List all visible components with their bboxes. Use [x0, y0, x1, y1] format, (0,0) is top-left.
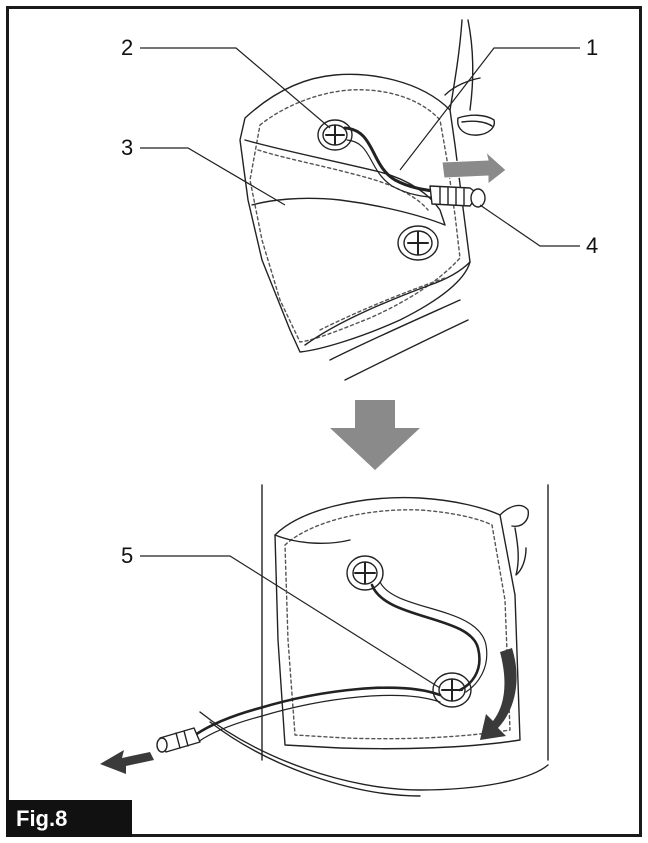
connector-bottom: [157, 728, 200, 752]
figure-label: Fig.8: [6, 800, 132, 837]
cable-bottom: [372, 585, 479, 690]
bottom-view: [157, 485, 548, 796]
screw-top-2: [398, 226, 438, 260]
screw-bottom-1: [347, 556, 383, 590]
callout-3: 3: [121, 137, 133, 159]
pocket-flap: [245, 140, 445, 225]
callout-5: 5: [121, 545, 133, 567]
callout-1: 1: [586, 37, 598, 59]
cable-top: [345, 128, 440, 192]
down-arrow: [330, 400, 420, 470]
strap-clip: [458, 115, 495, 135]
top-view: [240, 20, 494, 380]
callout-4: 4: [586, 235, 598, 257]
callout-2: 2: [121, 37, 133, 59]
routing-arrow: [480, 648, 517, 740]
pull-arrow-top: [442, 152, 506, 184]
pull-arrow-bottom: [100, 750, 154, 774]
screw-top-1: [318, 120, 352, 150]
bottom-pocket: [275, 498, 520, 749]
connector-top: [430, 186, 485, 207]
